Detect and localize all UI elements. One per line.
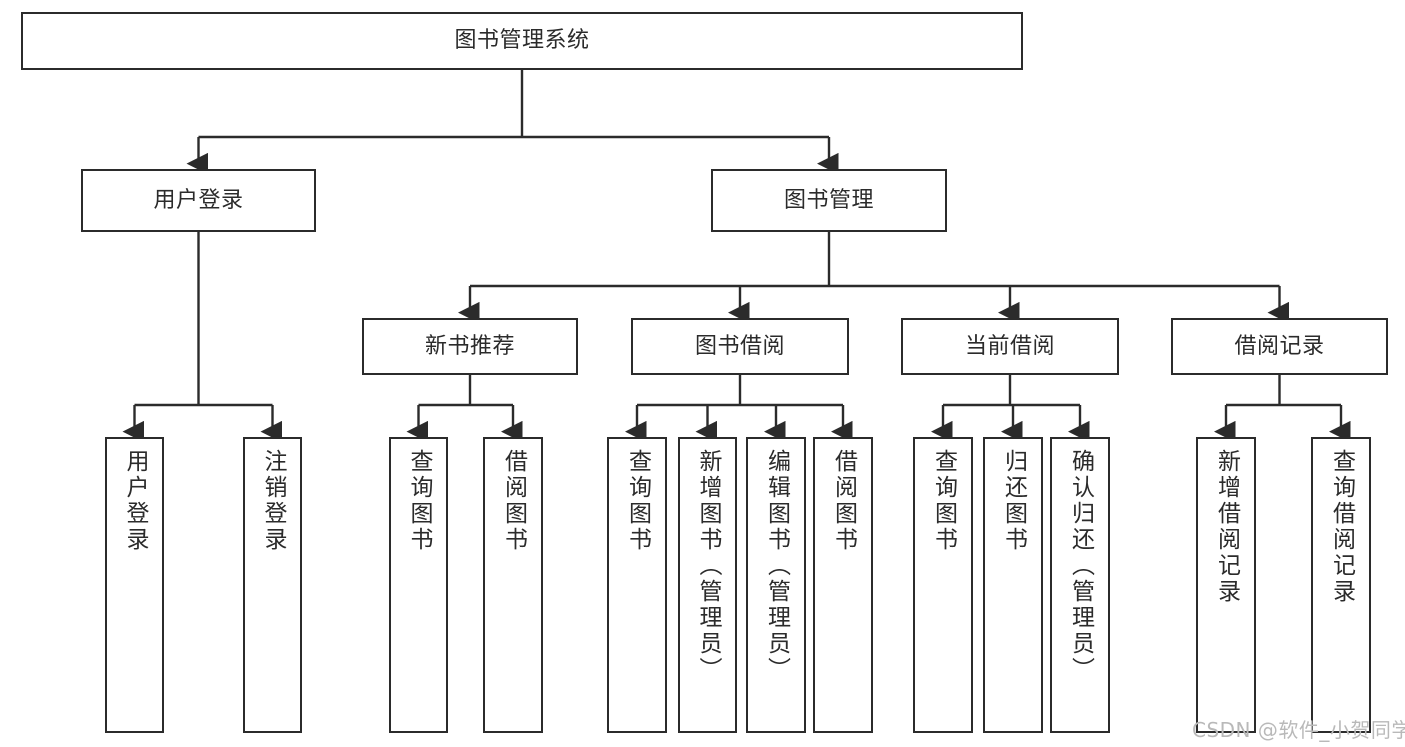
node-label-leaf-query-1: 查询图书 [406,449,432,553]
node-label-leaf-query-3: 查询图书 [930,449,957,553]
node-leaf-confirm[interactable]: 确认归还（管理员） [1050,437,1110,733]
node-label-leaf-confirm: 确认归还（管理员） [1067,449,1094,683]
node-borrow-record[interactable]: 借阅记录 [1171,318,1388,375]
connector-bus-user-login [134,232,273,407]
node-root[interactable]: 图书管理系统 [21,12,1023,70]
node-leaf-login[interactable]: 用户登录 [105,437,164,733]
node-label-current-borrow: 当前借阅 [964,333,1055,359]
node-label-leaf-return: 归还图书 [1000,449,1027,553]
node-leaf-borrow-2[interactable]: 借阅图书 [813,437,873,733]
node-leaf-query-1[interactable]: 查询图书 [389,437,448,733]
node-new-book-rec[interactable]: 新书推荐 [362,318,578,375]
node-label-leaf-borrow-2: 借阅图书 [830,449,857,553]
node-leaf-borrow-1[interactable]: 借阅图书 [483,437,543,733]
node-leaf-logout[interactable]: 注销登录 [243,437,302,733]
connector-bus-current-borrow [943,375,1080,407]
node-book-manage[interactable]: 图书管理 [711,169,947,232]
node-label-book-manage: 图书管理 [783,187,874,213]
node-book-borrow[interactable]: 图书借阅 [631,318,849,375]
node-label-leaf-add-book: 新增图书（管理员） [695,449,721,683]
node-leaf-add-book[interactable]: 新增图书（管理员） [678,437,737,733]
node-label-leaf-add-rec: 新增借阅记录 [1213,449,1240,605]
node-label-book-borrow: 图书借阅 [694,333,785,359]
node-user-login[interactable]: 用户登录 [81,169,316,232]
node-label-leaf-query-rec: 查询借阅记录 [1328,449,1355,605]
connector-bus-borrow-record [1226,375,1341,407]
node-label-root: 图书管理系统 [454,28,590,54]
watermark: CSDN @软件_小贺同学 [1192,718,1405,742]
node-label-leaf-login: 用户登录 [122,449,148,553]
node-leaf-return[interactable]: 归还图书 [983,437,1043,733]
node-label-leaf-borrow-1: 借阅图书 [500,449,527,553]
node-label-leaf-logout: 注销登录 [260,449,286,553]
node-label-leaf-query-2: 查询图书 [624,449,651,553]
node-label-user-login: 用户登录 [153,187,244,213]
node-leaf-add-rec[interactable]: 新增借阅记录 [1196,437,1256,733]
node-label-new-book-rec: 新书推荐 [424,333,515,359]
connector-bus-new-book-rec [418,375,513,407]
node-leaf-edit-book[interactable]: 编辑图书（管理员） [746,437,806,733]
node-current-borrow[interactable]: 当前借阅 [901,318,1119,375]
node-leaf-query-rec[interactable]: 查询借阅记录 [1311,437,1371,733]
node-label-borrow-record: 借阅记录 [1234,333,1325,359]
connector-bus-book-borrow [637,375,843,407]
connector-bus-book-manage [470,232,1280,288]
connector-bus-root [198,70,829,139]
node-leaf-query-2[interactable]: 查询图书 [607,437,667,733]
node-label-leaf-edit-book: 编辑图书（管理员） [763,449,790,683]
node-leaf-query-3[interactable]: 查询图书 [913,437,973,733]
